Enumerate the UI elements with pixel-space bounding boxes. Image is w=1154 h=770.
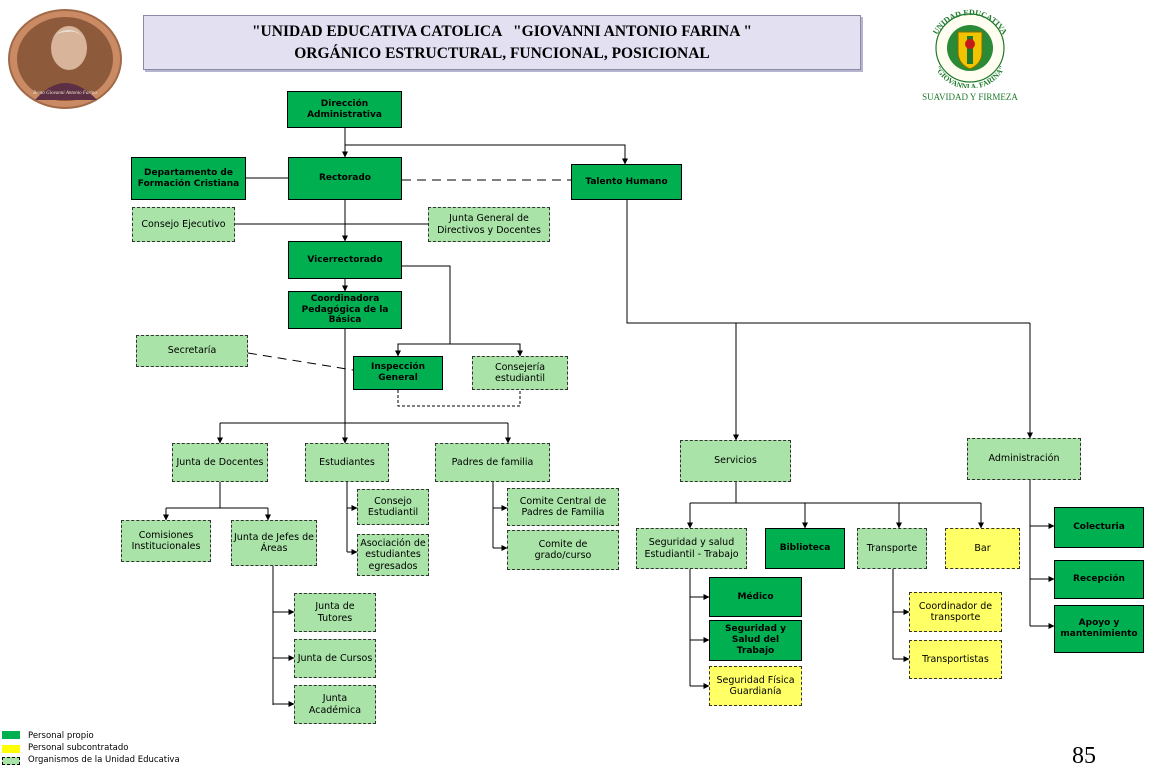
node-talento-humano: Talento Humano [571, 164, 682, 200]
node-biblioteca: Biblioteca [765, 528, 845, 569]
node-servicios: Servicios [680, 440, 791, 482]
legend-label-organisms: Organismos de la Unidad Educativa [28, 755, 180, 765]
node-administracion: Administración [967, 438, 1081, 480]
chart-title-line1: "UNIDAD EDUCATIVA CATOLICA "GIOVANNI ANT… [251, 22, 753, 40]
node-comisiones-institucionales: Comisiones Institucionales [121, 520, 211, 562]
node-transporte: Transporte [857, 528, 927, 569]
node-junta-cursos: Junta de Cursos [294, 639, 376, 678]
node-transportistas: Transportistas [909, 640, 1002, 679]
node-consejo-ejecutivo: Consejo Ejecutivo [132, 207, 235, 242]
node-seguridad-trabajo: Seguridad y Salud del Trabajo [709, 620, 802, 661]
chart-title-box: "UNIDAD EDUCATIVA CATOLICA "GIOVANNI ANT… [143, 15, 861, 70]
node-colecturia: Colecturia [1054, 507, 1144, 548]
node-junta-general: Junta General de Directivos y Docentes [428, 207, 550, 242]
node-coordinador-transporte: Coordinador de transporte [909, 592, 1002, 632]
node-seguridad-fisica: Seguridad Física Guardianía [709, 666, 802, 706]
node-direccion-administrativa: Dirección Administrativa [287, 91, 402, 128]
node-secretaria: Secretaría [136, 335, 248, 367]
legend-swatch-organisms [2, 757, 20, 765]
node-recepcion: Recepción [1054, 560, 1144, 599]
chart-title-line2: ORGÁNICO ESTRUCTURAL, FUNCIONAL, POSICIO… [294, 44, 710, 62]
node-junta-jefes-areas: Junta de Jefes de Áreas [231, 520, 317, 566]
node-vicerrectorado: Vicerrectorado [288, 241, 402, 279]
node-apoyo-mantenimiento: Apoyo y mantenimiento [1054, 605, 1144, 653]
logo-motto: SUAVIDAD Y FIRMEZA [922, 92, 1018, 102]
legend-swatch-subcontracted [2, 745, 20, 753]
node-formacion-cristiana: Departamento de Formación Cristiana [131, 157, 246, 200]
node-consejeria-estudiantil: Consejería estudiantil [472, 356, 568, 390]
node-padres-familia: Padres de familia [435, 443, 550, 482]
node-estudiantes: Estudiantes [305, 443, 389, 482]
node-consejo-estudiantil: Consejo Estudiantil [357, 489, 429, 525]
node-rectorado: Rectorado [288, 157, 402, 200]
school-logo: UNIDAD EDUCATIVA "GIOVANNI A. FARINA" SU… [915, 2, 1025, 102]
node-comite-grado: Comite de grado/curso [507, 530, 619, 570]
node-medico: Médico [709, 577, 802, 617]
node-junta-tutores: Junta de Tutores [294, 593, 376, 632]
node-seguridad-salud: Seguridad y salud Estudiantil - Trabajo [636, 528, 747, 569]
node-bar: Bar [945, 528, 1020, 569]
node-junta-academica: Junta Académica [294, 685, 376, 724]
portrait-caption: Beato Giovanni Antonio Farina [33, 91, 97, 96]
node-asociacion-egresados: Asociación de estudiantes egresados [357, 534, 429, 576]
legend-swatch-own [2, 731, 20, 739]
legend-label-own: Personal propio [28, 731, 94, 741]
node-junta-docentes: Junta de Docentes [172, 443, 268, 482]
legend-label-subcontracted: Personal subcontratado [28, 743, 129, 753]
founder-portrait: Beato Giovanni Antonio Farina [5, 8, 125, 110]
page-number: 85 [1072, 743, 1096, 769]
node-coordinadora-pedagogica: Coordinadora Pedagógica de la Básica [288, 291, 402, 329]
crest-icon: UNIDAD EDUCATIVA "GIOVANNI A. FARINA" [931, 8, 1009, 91]
node-comite-central: Comite Central de Padres de Familia [507, 488, 619, 526]
node-inspeccion-general: Inspección General [353, 356, 443, 390]
